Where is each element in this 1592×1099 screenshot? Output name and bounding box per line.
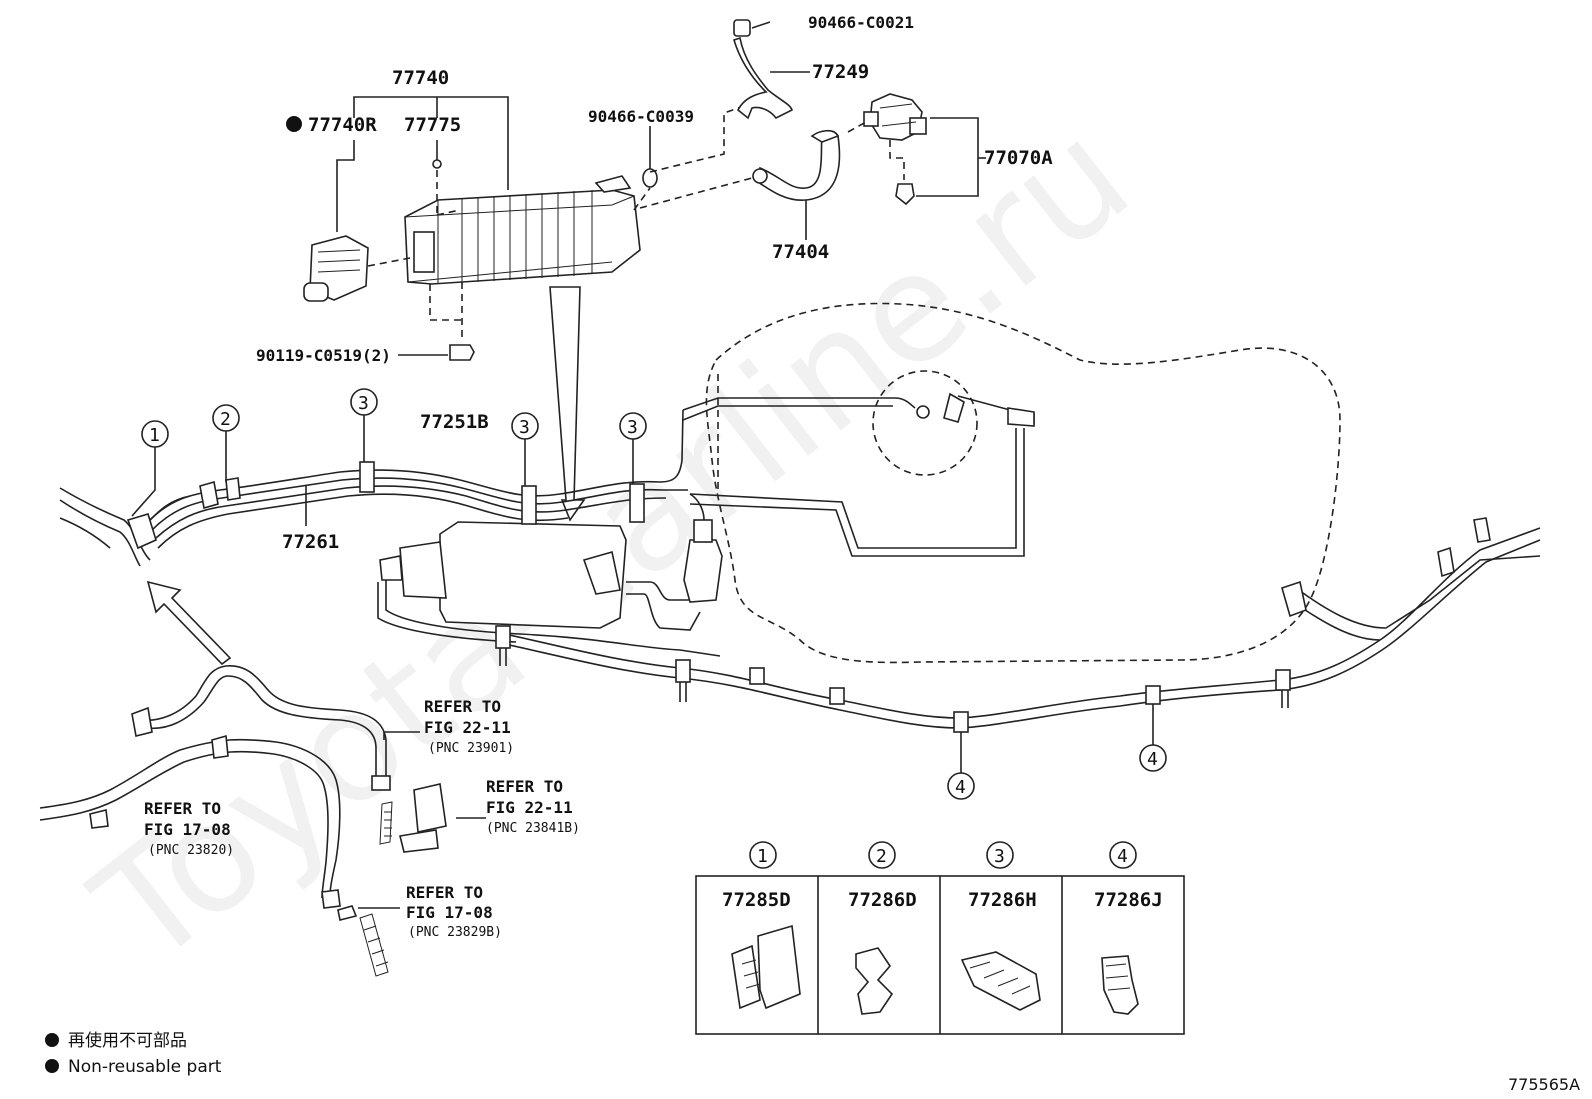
fuel-tank-outline — [682, 302, 1341, 664]
clip-table-col-3[interactable]: 3 77286H — [960, 841, 1041, 1011]
svg-text:2: 2 — [876, 846, 887, 867]
clamp-90466-C0021 — [733, 19, 751, 37]
svg-text:(PNC 23829B): (PNC 23829B) — [408, 925, 502, 940]
fuel-line-rear — [495, 517, 1541, 733]
label-77070A: 77070A — [984, 147, 1053, 169]
legend-jp: 再使用不可部品 — [68, 1030, 187, 1051]
svg-text:77285D: 77285D — [722, 889, 791, 911]
label-77775: 77775 — [404, 114, 461, 136]
bolt-90119[interactable] — [398, 282, 475, 361]
hoses-lower-left — [39, 665, 391, 909]
legend-bullet-jp — [45, 1033, 59, 1047]
callout-2-diagram: 2 — [212, 404, 240, 482]
canister-lower[interactable] — [377, 493, 723, 657]
svg-text:3: 3 — [519, 417, 530, 438]
legend-en: Non-reusable part — [68, 1057, 222, 1077]
svg-text:2: 2 — [220, 409, 231, 430]
callout-4a-diagram: 4 — [947, 732, 975, 800]
callout-3b-diagram: 3 — [511, 412, 539, 486]
svg-text:3: 3 — [627, 417, 638, 438]
valve-77070A[interactable] — [847, 93, 986, 206]
leaders-refs — [383, 731, 420, 740]
svg-text:FIG 22-11: FIG 22-11 — [486, 798, 573, 817]
label-77740: 77740 — [392, 67, 449, 89]
callout-1-diagram: 1 — [131, 420, 169, 517]
svg-text:77286D: 77286D — [848, 889, 917, 911]
bracket-pnc-23841B — [399, 783, 486, 853]
fuel-lines-front — [59, 477, 241, 567]
svg-text:REFER TO: REFER TO — [406, 883, 483, 902]
svg-text:FIG 17-08: FIG 17-08 — [144, 820, 231, 839]
svg-text:77286J: 77286J — [1094, 889, 1163, 911]
svg-text:4: 4 — [1147, 749, 1158, 770]
label-90466-C0021: 90466-C0021 — [808, 13, 914, 32]
svg-text:1: 1 — [149, 425, 160, 446]
direction-arrow-down — [549, 286, 586, 522]
hose-77249[interactable] — [733, 19, 810, 120]
svg-text:3: 3 — [994, 846, 1005, 867]
clip-band-3 — [359, 461, 645, 525]
label-77404: 77404 — [772, 241, 829, 263]
direction-arrow-diagonal — [146, 580, 232, 666]
ref-pnc-23829B[interactable]: REFER TO FIG 17-08 (PNC 23829B) — [406, 883, 502, 940]
svg-text:REFER TO: REFER TO — [144, 799, 221, 818]
callout-3c-diagram: 3 — [619, 412, 647, 484]
clip-table-col-2[interactable]: 2 77286D — [848, 841, 917, 1015]
legend-bullet-en — [45, 1059, 59, 1073]
svg-text:FIG 22-11: FIG 22-11 — [424, 718, 511, 737]
legend: 再使用不可部品 Non-reusable part — [45, 1030, 222, 1077]
bolts-studs — [337, 801, 400, 977]
svg-text:(PNC 23820): (PNC 23820) — [148, 843, 234, 858]
clamp-90466-C0039[interactable] — [633, 103, 751, 211]
label-90119-C0519: 90119-C0519(2) — [256, 346, 391, 365]
figure-id: 775565A — [1508, 1075, 1580, 1094]
svg-text:FIG 17-08: FIG 17-08 — [406, 903, 493, 922]
ref-pnc-23901[interactable]: REFER TO FIG 22-11 (PNC 23901) — [424, 697, 514, 756]
clip-table-col-1[interactable]: 1 77285D — [722, 841, 801, 1010]
canister-assembly-77740[interactable] — [353, 96, 641, 285]
svg-text:REFER TO: REFER TO — [486, 777, 563, 796]
svg-text:4: 4 — [1117, 846, 1128, 867]
svg-text:REFER TO: REFER TO — [424, 697, 501, 716]
clip-table-col-4[interactable]: 4 77286J — [1094, 841, 1163, 1015]
clip-table: 1 77285D 2 77286D 3 77286H 4 77286J — [695, 841, 1185, 1035]
label-77251B: 77251B — [420, 411, 489, 433]
svg-text:3: 3 — [358, 393, 369, 414]
label-77740R: 77740R — [308, 114, 377, 136]
ref-pnc-23841B[interactable]: REFER TO FIG 22-11 (PNC 23841B) — [486, 777, 580, 836]
label-77261: 77261 — [282, 531, 339, 553]
hose-77404[interactable] — [639, 129, 841, 240]
label-90466-C0039: 90466-C0039 — [588, 107, 694, 126]
svg-text:(PNC 23841B): (PNC 23841B) — [486, 821, 580, 836]
svg-text:(PNC 23901): (PNC 23901) — [428, 741, 514, 756]
svg-text:77286H: 77286H — [968, 889, 1037, 911]
valve-77740R[interactable] — [303, 140, 411, 302]
label-77249: 77249 — [812, 61, 869, 83]
ref-pnc-23820[interactable]: REFER TO FIG 17-08 (PNC 23820) — [144, 799, 234, 858]
svg-text:4: 4 — [955, 777, 966, 798]
callout-3a-diagram: 3 — [350, 388, 378, 462]
non-reusable-bullet — [286, 116, 302, 132]
svg-text:1: 1 — [757, 846, 768, 867]
callout-4b-diagram: 4 — [1139, 704, 1167, 772]
